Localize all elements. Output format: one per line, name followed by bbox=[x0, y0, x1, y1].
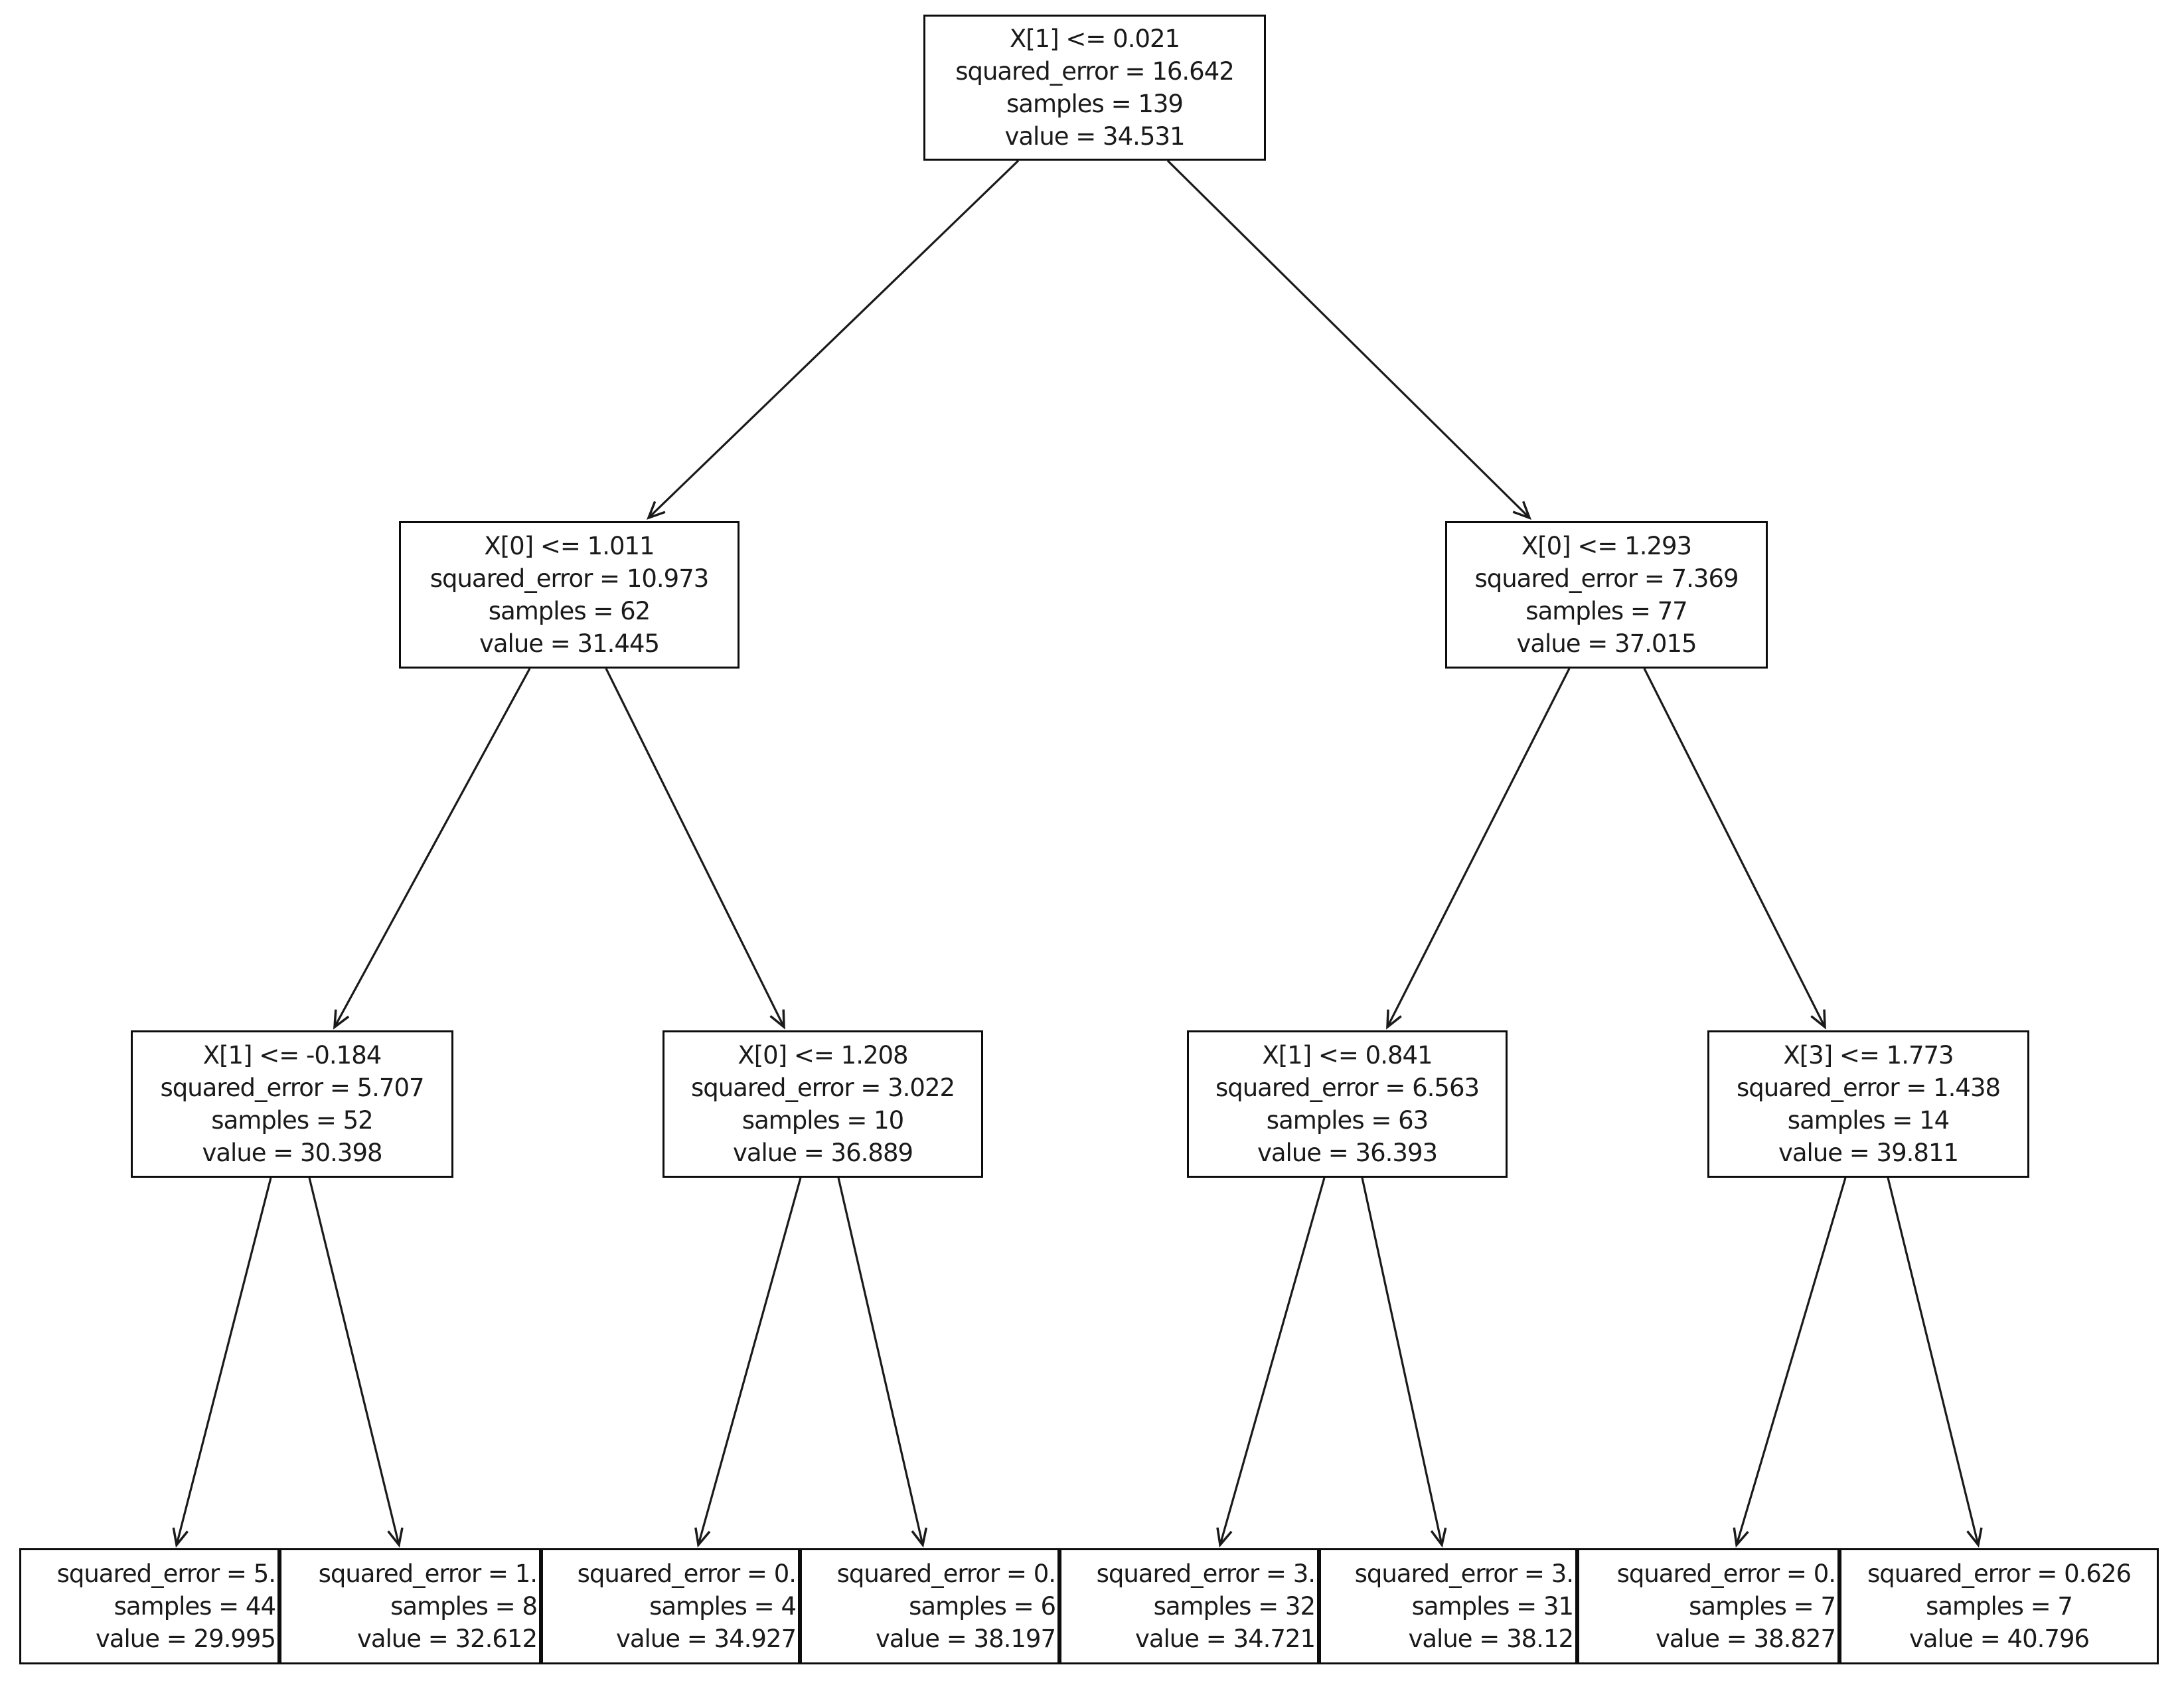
edge-root-right bbox=[1166, 159, 1531, 520]
split-condition: X[0] <= 1.011 bbox=[484, 532, 655, 560]
squared-error-label: squared_error = 6.563 bbox=[1215, 1074, 1480, 1102]
tree-node-6: X[3] <= 1.773 squared_error = 1.438 samp… bbox=[1707, 1030, 2029, 1178]
edge-lr-right bbox=[837, 1177, 928, 1548]
tree-node-2: X[0] <= 1.293 squared_error = 7.369 samp… bbox=[1445, 521, 1768, 669]
value-label: value = 37.015 bbox=[1516, 629, 1697, 658]
edge-rl-right bbox=[1361, 1177, 1447, 1548]
squared-error-label: squared_error = 1. bbox=[318, 1560, 538, 1588]
squared-error-label: squared_error = 3.022 bbox=[690, 1074, 955, 1102]
value-label: value = 40.796 bbox=[1909, 1625, 2090, 1653]
samples-label: samples = 77 bbox=[1525, 597, 1687, 625]
value-label: value = 36.889 bbox=[732, 1139, 913, 1167]
samples-label: samples = 4 bbox=[649, 1592, 797, 1621]
squared-error-label: squared_error = 16.642 bbox=[955, 57, 1235, 86]
value-label: value = 36.393 bbox=[1257, 1139, 1438, 1167]
samples-label: samples = 10 bbox=[741, 1106, 904, 1135]
tree-leaf-8: squared_error = 0.626 samples = 7 value … bbox=[1839, 1548, 2159, 1664]
squared-error-label: squared_error = 3. bbox=[1354, 1560, 1574, 1588]
split-condition: X[3] <= 1.773 bbox=[1783, 1041, 1954, 1070]
split-condition: X[1] <= 0.021 bbox=[1009, 25, 1180, 53]
samples-label: samples = 52 bbox=[211, 1106, 373, 1135]
tree-leaf-7: squared_error = 0. samples = 7 value = 3… bbox=[1577, 1548, 1839, 1664]
squared-error-label: squared_error = 1.438 bbox=[1736, 1074, 2001, 1102]
edge-l-left bbox=[333, 668, 531, 1030]
samples-label: samples = 63 bbox=[1266, 1106, 1429, 1135]
samples-label: samples = 32 bbox=[1153, 1592, 1316, 1621]
value-label: value = 38.827 bbox=[1655, 1625, 1836, 1653]
samples-label: samples = 8 bbox=[390, 1592, 538, 1621]
squared-error-label: squared_error = 0. bbox=[577, 1560, 797, 1588]
samples-label: samples = 62 bbox=[488, 597, 651, 625]
squared-error-label: squared_error = 5. bbox=[56, 1560, 276, 1588]
value-label: value = 32.612 bbox=[356, 1625, 538, 1653]
squared-error-label: squared_error = 0. bbox=[1616, 1560, 1836, 1588]
edge-r-left bbox=[1386, 668, 1571, 1030]
edge-lr-left bbox=[694, 1177, 802, 1548]
value-label: value = 38.12 bbox=[1408, 1625, 1574, 1653]
split-condition: X[0] <= 1.208 bbox=[738, 1041, 908, 1070]
samples-label: samples = 31 bbox=[1411, 1592, 1574, 1621]
tree-leaf-4: squared_error = 0. samples = 6 value = 3… bbox=[800, 1548, 1059, 1664]
squared-error-label: squared_error = 0.626 bbox=[1867, 1560, 2132, 1588]
samples-label: samples = 7 bbox=[1689, 1592, 1836, 1621]
value-label: value = 30.398 bbox=[202, 1139, 382, 1167]
samples-label: samples = 44 bbox=[114, 1592, 276, 1621]
edge-ll-left bbox=[172, 1177, 272, 1548]
squared-error-label: squared_error = 5.707 bbox=[160, 1074, 424, 1102]
samples-label: samples = 14 bbox=[1787, 1106, 1950, 1135]
edge-rl-left bbox=[1216, 1177, 1326, 1548]
split-condition: X[0] <= 1.293 bbox=[1521, 532, 1692, 560]
value-label: value = 39.811 bbox=[1778, 1139, 1959, 1167]
edge-rr-left bbox=[1733, 1177, 1847, 1548]
edge-rr-right bbox=[1887, 1177, 1983, 1548]
edge-lines bbox=[172, 159, 1983, 1548]
tree-leaf-3: squared_error = 0. samples = 4 value = 3… bbox=[541, 1548, 800, 1664]
tree-node-4: X[0] <= 1.208 squared_error = 3.022 samp… bbox=[663, 1030, 983, 1178]
tree-leaf-2: squared_error = 1. samples = 8 value = 3… bbox=[279, 1548, 541, 1664]
value-label: value = 29.995 bbox=[95, 1625, 276, 1653]
samples-label: samples = 6 bbox=[909, 1592, 1056, 1621]
split-condition: X[1] <= -0.184 bbox=[202, 1041, 382, 1070]
value-label: value = 38.197 bbox=[875, 1625, 1056, 1653]
value-label: value = 34.927 bbox=[615, 1625, 797, 1653]
squared-error-label: squared_error = 3. bbox=[1096, 1560, 1316, 1588]
value-label: value = 34.531 bbox=[1004, 122, 1185, 151]
edge-l-right bbox=[605, 668, 785, 1030]
tree-node-3: X[1] <= -0.184 squared_error = 5.707 sam… bbox=[131, 1030, 453, 1178]
squared-error-label: squared_error = 10.973 bbox=[429, 564, 710, 593]
tree-node-root: X[1] <= 0.021 squared_error = 16.642 sam… bbox=[923, 15, 1266, 161]
tree-leaf-5: squared_error = 3. samples = 32 value = … bbox=[1059, 1548, 1319, 1664]
squared-error-label: squared_error = 7.369 bbox=[1474, 564, 1739, 593]
samples-label: samples = 139 bbox=[1006, 90, 1184, 118]
edge-r-right bbox=[1643, 668, 1826, 1030]
tree-leaf-6: squared_error = 3. samples = 31 value = … bbox=[1319, 1548, 1577, 1664]
tree-node-1: X[0] <= 1.011 squared_error = 10.973 sam… bbox=[399, 521, 740, 669]
squared-error-label: squared_error = 0. bbox=[836, 1560, 1056, 1588]
edge-ll-right bbox=[308, 1177, 404, 1548]
value-label: value = 34.721 bbox=[1134, 1625, 1316, 1653]
edge-root-left bbox=[646, 159, 1020, 520]
tree-leaf-1: squared_error = 5. samples = 44 value = … bbox=[19, 1548, 279, 1664]
samples-label: samples = 7 bbox=[1926, 1592, 2073, 1621]
tree-node-5: X[1] <= 0.841 squared_error = 6.563 samp… bbox=[1187, 1030, 1508, 1178]
value-label: value = 31.445 bbox=[479, 629, 660, 658]
split-condition: X[1] <= 0.841 bbox=[1262, 1041, 1433, 1070]
